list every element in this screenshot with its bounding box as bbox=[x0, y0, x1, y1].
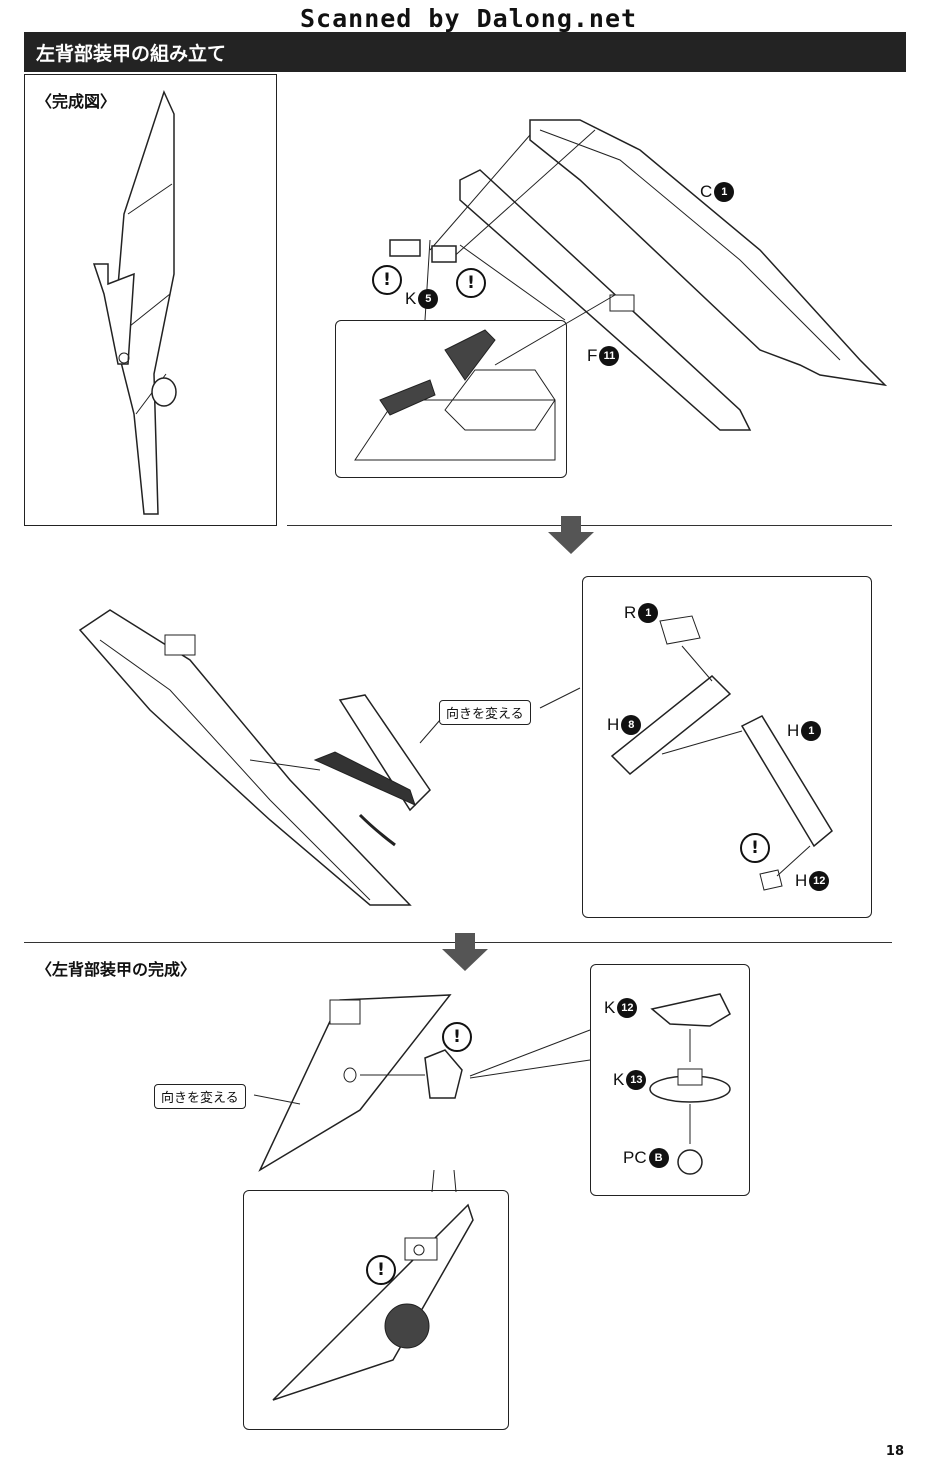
watermark: Scanned by Dalong.net bbox=[300, 4, 638, 33]
page-number: 18 bbox=[885, 1444, 904, 1459]
caution-icon: ! bbox=[442, 1022, 472, 1052]
rotate-callout-1: 向きを変える bbox=[439, 700, 531, 725]
completed-armor-illustration bbox=[92, 89, 177, 515]
section-header: 左背部装甲の組み立て bbox=[24, 32, 906, 72]
detail-inset-2-illustration bbox=[610, 615, 833, 891]
armor-plate-middle-illustration bbox=[78, 609, 431, 906]
rotate-callout-2: 向きを変える bbox=[154, 1084, 246, 1109]
detail-inset-3 bbox=[590, 964, 750, 1196]
completed-view-panel bbox=[24, 74, 277, 526]
armor-plate-top-illustration bbox=[389, 119, 888, 431]
caution-icon: ! bbox=[372, 265, 402, 295]
callout-2-leader-line bbox=[253, 1094, 301, 1105]
caution-icon: ! bbox=[740, 833, 770, 863]
callout-1-leader-lines bbox=[419, 687, 581, 744]
detail-inset-1 bbox=[335, 320, 567, 478]
page-title: 左背部装甲の組み立て bbox=[36, 43, 227, 65]
detail-inset-4 bbox=[243, 1190, 509, 1430]
step-divider bbox=[287, 525, 892, 526]
detail-inset-4-illustration bbox=[272, 1203, 474, 1401]
armor-plate-bottom-illustration bbox=[258, 994, 463, 1172]
detail-inset-1-illustration bbox=[354, 329, 556, 461]
inset-3-leader-lines bbox=[469, 1029, 591, 1079]
down-arrow-icon bbox=[548, 516, 594, 554]
caution-icon: ! bbox=[366, 1255, 396, 1285]
caution-icon: ! bbox=[456, 268, 486, 298]
completed-view-label: 〈完成図〉 bbox=[36, 92, 117, 111]
detail-inset-3-illustration bbox=[649, 993, 731, 1175]
inset-4-leader-lines bbox=[431, 1169, 457, 1193]
down-arrow-icon bbox=[442, 933, 488, 971]
inset-1-leader-lines bbox=[424, 239, 566, 321]
detail-inset-2 bbox=[582, 576, 872, 918]
final-step-label: 〈左背部装甲の完成〉 bbox=[36, 960, 197, 979]
